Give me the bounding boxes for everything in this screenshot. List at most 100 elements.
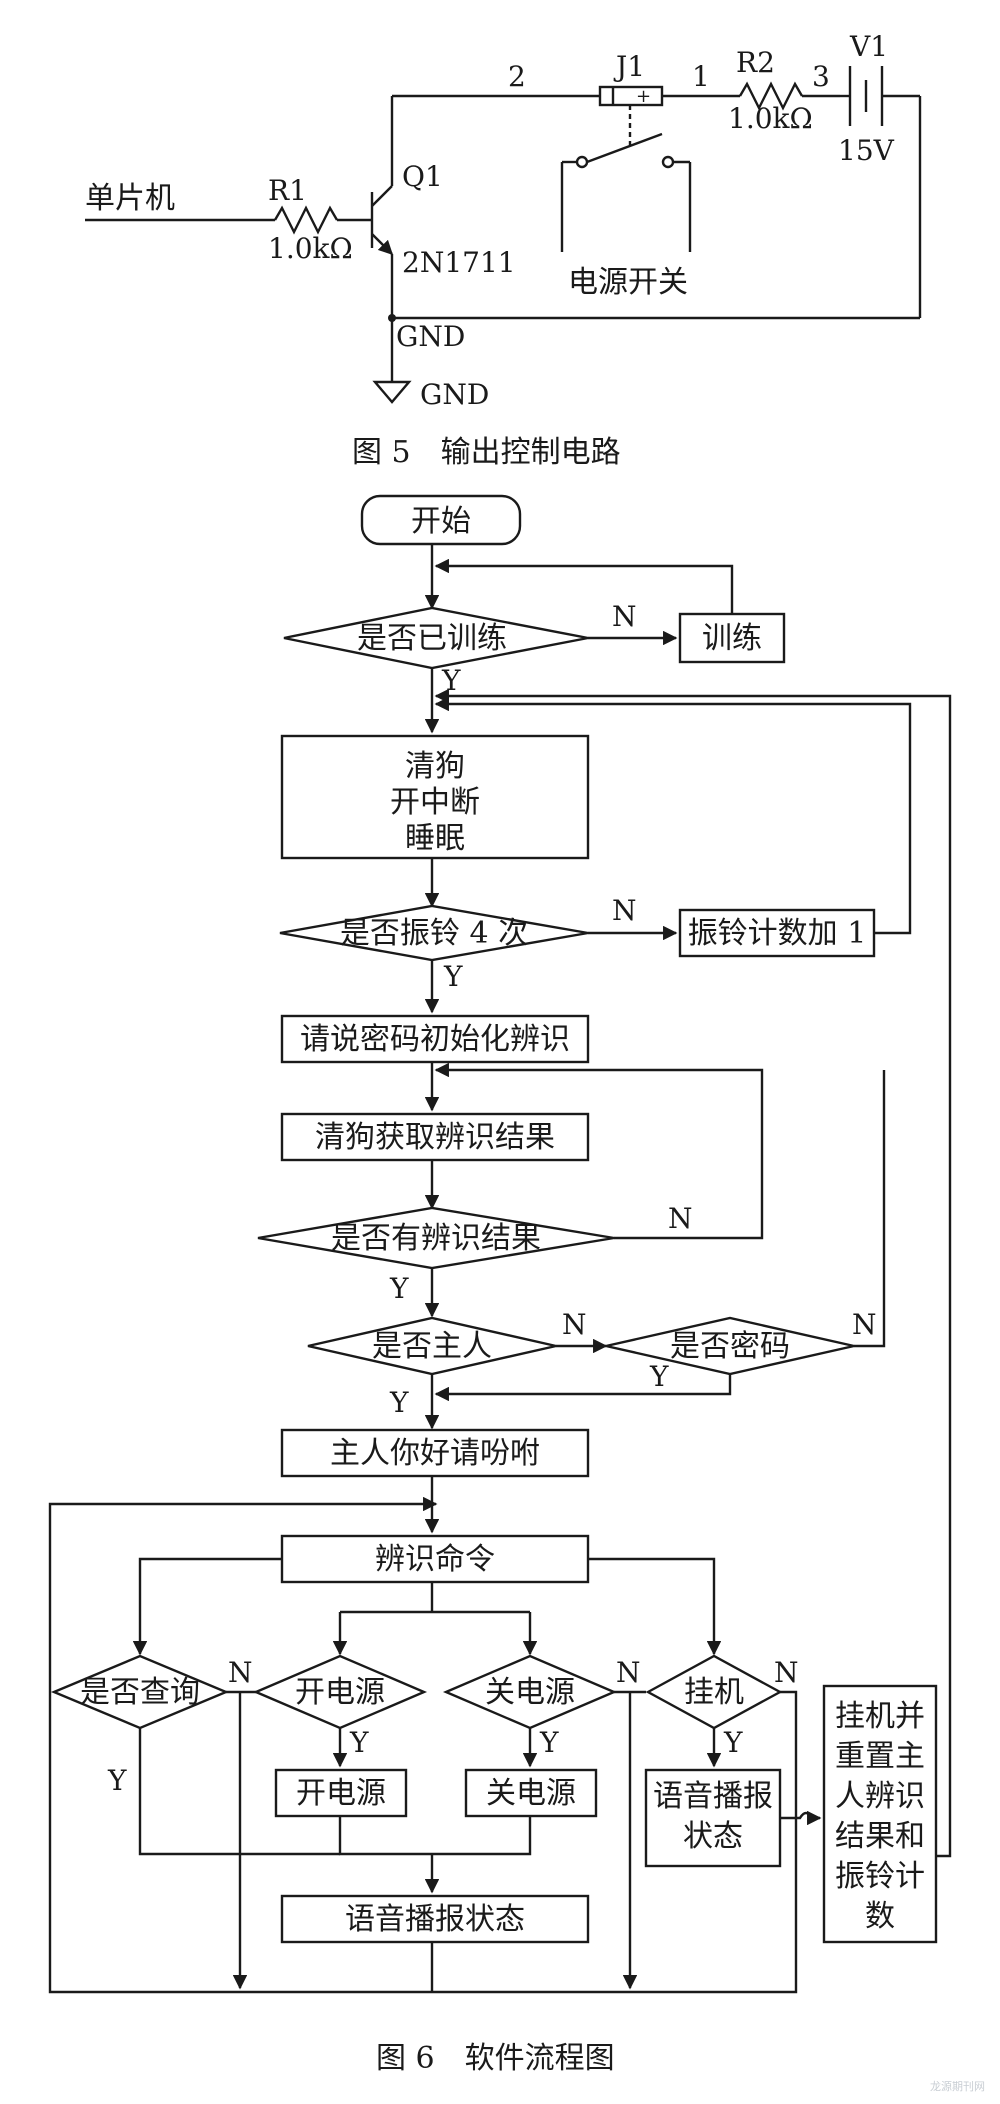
switch-contact-left: [575, 155, 589, 169]
query-no-label: N: [228, 1656, 253, 1689]
edge-pwd-no: [854, 1070, 886, 1348]
ring-decision-label: 是否振铃 4 次: [340, 916, 528, 951]
figure5-circuit: 单片机 R1 1.0kΩ Q1 2N1711 2 + J1 1 电源开关: [85, 30, 922, 470]
power-on-label: 开电源: [296, 1776, 386, 1811]
gnd-net-label: GND: [396, 320, 465, 353]
r2-resistor: [738, 81, 804, 111]
owner-no-label: N: [562, 1308, 587, 1341]
start-label: 开始: [411, 504, 471, 539]
announce-node: [280, 1894, 590, 1944]
init-line1: 清狗: [405, 749, 465, 784]
node2-label: 2: [508, 60, 526, 93]
pwd-yes-label: Y: [649, 1360, 669, 1393]
greet-label: 主人你好请吩咐: [330, 1436, 540, 1471]
edge-announce-reset: [780, 1810, 822, 1826]
watermark: 龙源期刊网: [930, 2079, 985, 2093]
has-result-label: 是否有辨识结果: [331, 1221, 541, 1256]
edge-query-yes: [138, 1728, 340, 1856]
ring-yes-label: Y: [443, 960, 463, 993]
r1-value: 1.0kΩ: [268, 232, 353, 265]
ground-symbol: [372, 380, 412, 404]
r2-label: R2: [736, 46, 775, 79]
init-node: [280, 734, 590, 860]
recog-cmd-label: 辨识命令: [375, 1542, 495, 1577]
pwd-no-label: N: [852, 1308, 877, 1341]
gnd-symbol-label: GND: [420, 378, 489, 411]
mcu-label: 单片机: [85, 181, 175, 216]
power-on-yes-label: Y: [349, 1726, 369, 1759]
power-switch-label: 电源开关: [568, 265, 688, 300]
reset-line5: 振铃计: [835, 1859, 925, 1894]
hangup-no-label: N: [774, 1656, 799, 1689]
greet-node: [280, 1428, 590, 1478]
r2-value: 1.0kΩ: [728, 102, 813, 135]
train-label: 训练: [702, 621, 762, 656]
edge-power-join: [338, 1816, 532, 1856]
pwd-decision-label: 是否密码: [670, 1329, 790, 1364]
power-off-yes-label: Y: [539, 1726, 559, 1759]
figure6-caption: 图 6 软件流程图: [376, 2041, 615, 2076]
trained-yes-label: Y: [441, 664, 461, 697]
has-result-no-label: N: [668, 1202, 693, 1235]
v1-value: 15V: [838, 134, 895, 167]
power-off-no-label: N: [616, 1656, 641, 1689]
power-on-decision-label: 开电源: [295, 1675, 385, 1710]
reset-line4: 结果和: [835, 1819, 925, 1854]
edge-cmd-query: [132, 1557, 282, 1656]
edge-hangup-no: [780, 1690, 798, 1722]
owner-decision-label: 是否主人: [372, 1329, 492, 1364]
figure5-caption: 图 5 输出控制电路: [352, 435, 621, 470]
j1-label: J1: [613, 50, 645, 83]
switch-blade: [586, 132, 663, 164]
q1-emitter-lead: [371, 233, 394, 256]
trained-no-label: N: [612, 600, 637, 633]
edge-pwd-yes: [434, 1374, 732, 1402]
announce-label: 语音播报状态: [345, 1902, 525, 1937]
edge-train-return: [434, 558, 734, 614]
q1-model: 2N1711: [402, 246, 516, 279]
r1-label: R1: [268, 174, 307, 207]
power-off-decision-label: 关电源: [485, 1675, 575, 1710]
reset-line6: 数: [865, 1899, 895, 1934]
hangup-decision-label: 挂机: [684, 1675, 744, 1710]
start-node: [360, 494, 522, 546]
get-result-node: [280, 1112, 590, 1162]
announce-right-line2: 状态: [683, 1819, 743, 1854]
edge-ring-inc-return: [434, 696, 912, 935]
has-result-yes-label: Y: [389, 1272, 409, 1305]
j1-relay-coil: [598, 85, 664, 107]
power-off-label: 关电源: [486, 1776, 576, 1811]
power-on-decision: [252, 1654, 428, 1730]
say-pwd-label: 请说密码初始化辨识: [300, 1022, 570, 1057]
query-decision-label: 是否查询: [80, 1675, 200, 1710]
say-pwd-node: [280, 1014, 590, 1064]
edge-reset-return: [434, 688, 952, 1858]
switch-contact-right: [661, 155, 675, 169]
trained-decision-label: 是否已训练: [357, 621, 507, 656]
j1-plus-mark: +: [636, 86, 651, 107]
q1-label: Q1: [402, 160, 443, 193]
recog-cmd-node: [280, 1534, 590, 1584]
reset-line2: 重置主: [835, 1739, 925, 1774]
announce-right-line1: 语音播报: [653, 1779, 773, 1814]
get-result-label: 清狗获取辨识结果: [315, 1120, 555, 1155]
owner-yes-label: Y: [389, 1386, 409, 1419]
edge-cmd-hangup: [588, 1557, 722, 1656]
r1-resistor: [273, 205, 339, 235]
init-line3: 睡眠: [405, 821, 465, 856]
node3-label: 3: [812, 60, 830, 93]
q1-collector-lead: [371, 185, 393, 207]
hangup-yes-label: Y: [723, 1726, 743, 1759]
ring-inc-label: 振铃计数加 1: [688, 916, 867, 951]
edge-hasresult-no: [434, 1062, 764, 1240]
init-line2: 开中断: [390, 785, 480, 820]
query-yes-label: Y: [107, 1764, 127, 1797]
edge-loop-back: [48, 1496, 798, 1994]
figure6-flowchart: 开始 是否已训练 N 训练 Y 清狗 开中断 睡眠 是否振铃 4 次 N 振铃计…: [48, 494, 952, 2076]
reset-line3: 人辨识: [835, 1779, 925, 1814]
ring-no-label: N: [612, 894, 637, 927]
announce-right-node: [644, 1768, 782, 1868]
ring-inc-node: [678, 908, 876, 958]
node1-label: 1: [692, 60, 710, 93]
